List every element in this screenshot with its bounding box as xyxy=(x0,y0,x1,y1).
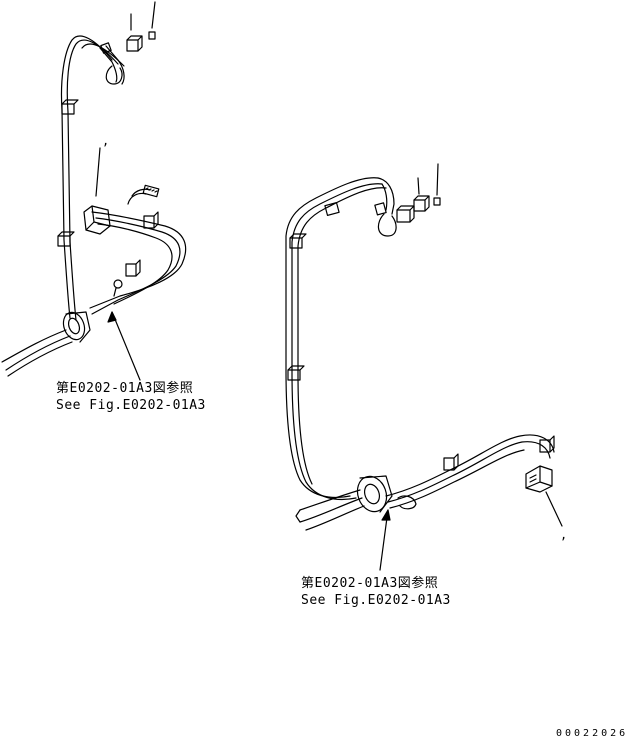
left-harness-assembly xyxy=(1,1,187,381)
callout-left-ref-en: See Fig.E0202-01A3 xyxy=(56,398,206,413)
leader-mark-left: , xyxy=(102,134,110,148)
callout-right-ref-jp: 第E0202-01A3図参照 xyxy=(301,576,439,591)
right-harness-assembly xyxy=(285,163,563,571)
drawing-code: 00022026 xyxy=(556,728,629,739)
callout-left-ref-jp: 第E0202-01A3図参照 xyxy=(56,381,194,396)
leader-mark-right: , xyxy=(560,528,568,542)
callout-right-ref-en: See Fig.E0202-01A3 xyxy=(301,593,451,608)
